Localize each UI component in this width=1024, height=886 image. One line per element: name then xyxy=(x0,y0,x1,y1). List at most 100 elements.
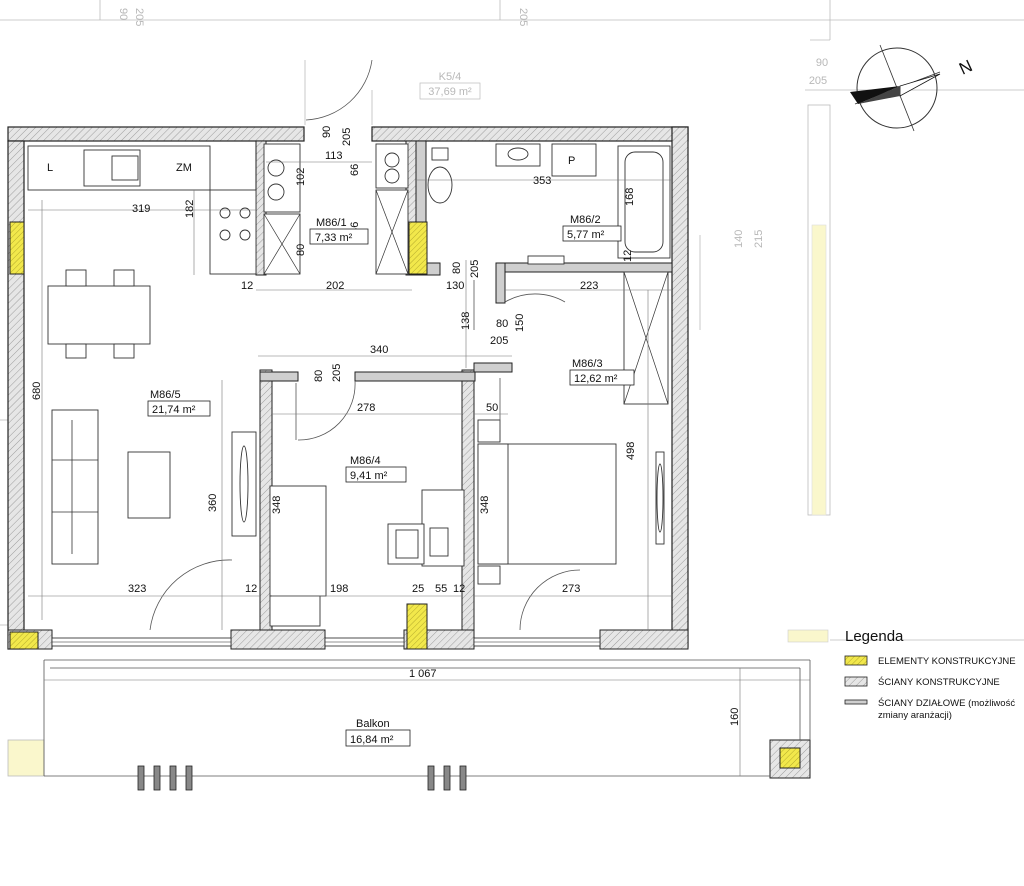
legend-swatch-structural-walls xyxy=(844,676,868,687)
dim-205-top: 205 xyxy=(341,128,353,146)
dim-353: 353 xyxy=(533,175,551,187)
windows-bottom xyxy=(51,637,601,647)
room-name-balcony: Balkon xyxy=(356,718,390,730)
dim-80-c: 80 xyxy=(496,318,508,330)
room-label-balcony: Balkon 16,84 m² xyxy=(345,718,411,747)
dimension-lines xyxy=(28,161,810,776)
room-code-kitchen-living: M86/5 xyxy=(150,389,181,401)
neighbor-code: K5/4 xyxy=(439,71,462,83)
bathroom-fixtures xyxy=(427,143,671,265)
small-room-furniture xyxy=(269,485,465,627)
hall-closets xyxy=(263,143,409,275)
bath-mark-p: P xyxy=(568,155,575,167)
dim-80-d: 80 xyxy=(313,370,325,382)
room-code-bath: M86/2 xyxy=(570,214,601,226)
room-area-kitchen-living: 21,74 m² xyxy=(152,404,196,416)
dim-80-hall: 80 xyxy=(295,244,307,256)
dim-12-a: 12 xyxy=(241,280,253,292)
dim-12-c: 12 xyxy=(453,583,465,595)
doors xyxy=(149,59,581,631)
legend-label-structural-elements: ELEMENTY KONSTRUKCYJNE xyxy=(878,656,1016,667)
dim-130: 130 xyxy=(446,280,464,292)
dim-66: 66 xyxy=(349,164,361,176)
room-label-kitchen-living: M86/5 21,74 m² xyxy=(147,389,211,417)
double-bed xyxy=(477,419,617,585)
dim-160: 160 xyxy=(729,708,741,726)
kitchen-counter xyxy=(27,145,257,275)
legend-label-partition-walls-note: zmiany aranżacji) xyxy=(878,710,952,721)
north-label: N xyxy=(956,56,975,78)
dim-319: 319 xyxy=(132,203,150,215)
dim-498: 498 xyxy=(625,442,637,460)
structural-elements xyxy=(7,221,811,779)
dim-138: 138 xyxy=(460,312,472,330)
ghost-dim-top-c: 205 xyxy=(517,8,529,26)
room-code-hall: M86/1 xyxy=(316,217,347,229)
neighbor-area: 37,69 m² xyxy=(428,86,472,98)
coffee-table xyxy=(127,451,171,519)
dim-223: 223 xyxy=(580,280,598,292)
room-label-bedroom-small: M86/4 9,41 m² xyxy=(345,455,407,483)
room-label-bath: M86/2 5,77 m² xyxy=(562,214,622,242)
bedroom-tv xyxy=(655,451,665,545)
legend-swatch-partition-walls xyxy=(844,699,868,705)
dim-1067: 1 067 xyxy=(409,668,437,680)
dim-205-b: 205 xyxy=(469,260,481,278)
room-code-bedroom-small: M86/4 xyxy=(350,455,381,467)
dim-348-b: 348 xyxy=(479,496,491,514)
dim-278: 278 xyxy=(357,402,375,414)
kitchen-mark-zm: ZM xyxy=(176,162,192,174)
dim-273: 273 xyxy=(562,583,580,595)
room-area-bath: 5,77 m² xyxy=(567,229,605,241)
dim-102: 102 xyxy=(295,168,307,186)
structural-walls xyxy=(7,126,689,650)
neighbor-label: K5/4 37,69 m² xyxy=(419,71,481,100)
dim-205-c: 205 xyxy=(490,335,508,347)
ghost-dim-140: 140 xyxy=(733,230,745,248)
room-label-bedroom-large: M86/3 12,62 m² xyxy=(569,358,635,386)
ghost-dim-90-right: 90 xyxy=(816,57,828,69)
dim-25: 25 xyxy=(412,583,424,595)
dim-168: 168 xyxy=(624,188,636,206)
room-code-bedroom-large: M86/3 xyxy=(572,358,603,370)
dim-205-d: 205 xyxy=(331,364,343,382)
room-label-hall: M86/1 7,33 m² xyxy=(309,217,369,245)
dim-323: 323 xyxy=(128,583,146,595)
dim-113: 113 xyxy=(325,150,343,162)
ghost-dim-205-right: 205 xyxy=(809,75,827,87)
room-area-balcony: 16,84 m² xyxy=(350,734,394,746)
dim-340: 340 xyxy=(370,344,388,356)
dim-50: 50 xyxy=(486,402,498,414)
dim-182: 182 xyxy=(184,200,196,218)
balcony-outline xyxy=(43,659,811,777)
legend: Legenda ELEMENTY KONSTRUKCYJNE ŚCIANY KO… xyxy=(844,628,1016,721)
legend-label-partition-walls: ŚCIANY DZIAŁOWE (możliwość xyxy=(878,697,1015,709)
tv-unit xyxy=(231,431,257,537)
dim-12-bath: 12 xyxy=(622,250,634,262)
dim-680: 680 xyxy=(31,382,43,400)
dim-360: 360 xyxy=(207,494,219,512)
ghost-dim-top-b: 205 xyxy=(133,8,145,26)
dim-202: 202 xyxy=(326,280,344,292)
legend-label-structural-walls: ŚCIANY KONSTRUKCYJNE xyxy=(878,676,1000,688)
sofa xyxy=(51,409,99,565)
legend-title: Legenda xyxy=(845,628,904,645)
dim-198: 198 xyxy=(330,583,348,595)
dim-12-b: 12 xyxy=(245,583,257,595)
ghost-dim-top-a: 90 xyxy=(117,8,129,20)
kitchen-mark-l: L xyxy=(47,162,53,174)
dim-90-top: 90 xyxy=(321,126,333,138)
room-area-bedroom-large: 12,62 m² xyxy=(574,373,618,385)
balcony-railing-posts xyxy=(137,765,467,791)
dim-80-b: 80 xyxy=(451,262,463,274)
dim-55: 55 xyxy=(435,583,447,595)
room-area-bedroom-small: 9,41 m² xyxy=(350,470,388,482)
dim-150: 150 xyxy=(514,314,526,332)
neighbor-outlines xyxy=(0,0,1024,643)
room-area-hall: 7,33 m² xyxy=(315,232,353,244)
ghost-dim-215: 215 xyxy=(753,230,765,248)
dining-table xyxy=(47,269,151,359)
legend-swatch-structural-elements xyxy=(844,655,868,666)
dim-348-a: 348 xyxy=(271,496,283,514)
